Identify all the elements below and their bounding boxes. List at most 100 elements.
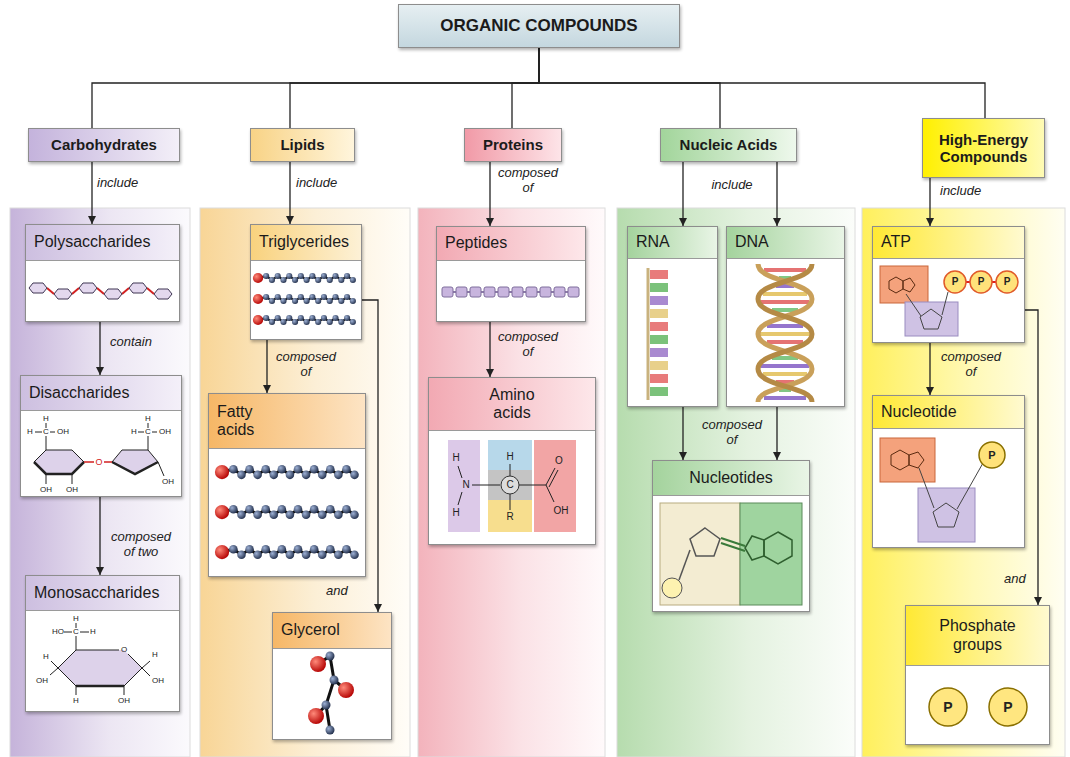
- phosphate-label: P: [952, 277, 959, 287]
- node-text: Nucleotides: [689, 469, 773, 487]
- dna-helix: [763, 292, 807, 296]
- title-strip: Nucleotide: [873, 396, 1024, 429]
- triglyceride-model: [253, 294, 356, 304]
- nucleotide-model: [660, 503, 740, 605]
- node-text: Disaccharides: [29, 384, 129, 402]
- nucleotide-model: [891, 450, 909, 470]
- node-text: Glycerol: [281, 621, 340, 639]
- arrow-connector: [99, 497, 100, 575]
- amino-acid-structure: [448, 440, 480, 532]
- compound-box: Phosphate groups: [905, 605, 1050, 745]
- peptide-chain: [568, 287, 579, 297]
- atom-label: O: [95, 458, 102, 467]
- rna-strand: [650, 387, 668, 396]
- atp-model: [889, 277, 903, 293]
- polysaccharide-chain: [79, 283, 97, 293]
- compound-box: RNA: [627, 226, 718, 407]
- nucleotide-model: [933, 503, 959, 527]
- polysaccharide-chain: [154, 289, 172, 299]
- atp-model: [903, 278, 915, 292]
- title-strip: High-Energy Compounds: [923, 119, 1044, 177]
- atom-label: H: [452, 453, 459, 463]
- glycerol-model: [326, 652, 335, 661]
- polysaccharide-chain: [29, 283, 172, 299]
- rna-strand: [650, 283, 668, 292]
- picture-ground: [25, 610, 180, 712]
- edge-label: include: [940, 184, 1000, 199]
- title-strip: Peptides: [437, 227, 585, 261]
- atom-label: H: [90, 628, 96, 636]
- arrow-connector: [362, 300, 378, 612]
- phosphate-label: P: [1004, 277, 1011, 287]
- glycerol-model: [308, 652, 354, 735]
- column-band: [617, 208, 855, 757]
- atom-label: H: [43, 415, 49, 423]
- fatty-acid-model: [215, 465, 359, 559]
- triglyceride-model: [253, 273, 356, 283]
- atom-label: H: [43, 653, 49, 661]
- rna-strand: [647, 268, 650, 400]
- atom-label: OH: [57, 428, 69, 436]
- arrow-connector: [776, 162, 777, 226]
- rna-strand: [650, 348, 668, 357]
- node-text: Amino acids: [482, 386, 542, 423]
- compound-box: Disaccharides: [20, 375, 182, 497]
- edge-label: contain: [110, 335, 170, 350]
- rna-strand: [650, 296, 668, 305]
- dna-helix: [758, 264, 812, 402]
- node-text: Monosaccharides: [34, 584, 159, 602]
- column-band: [862, 208, 1065, 757]
- arrow-connector: [489, 162, 490, 226]
- atom-label: H: [452, 508, 459, 518]
- picture-ground: [272, 648, 392, 740]
- atom-label: C: [43, 428, 49, 436]
- node-text: ATP: [881, 233, 911, 251]
- disaccharide-structure: [112, 462, 158, 474]
- node-text: Nucleic Acids: [680, 136, 778, 153]
- atom-label: OH: [554, 506, 569, 516]
- title-strip: Carbohydrates: [29, 129, 179, 161]
- disaccharide-structure: [34, 423, 164, 484]
- peptide-chain: [526, 287, 537, 297]
- picture-ground: [652, 495, 810, 612]
- atom-label: H: [73, 615, 79, 623]
- amino-acid-structure: [534, 440, 576, 532]
- title-strip: Nucleotides: [653, 461, 809, 496]
- title-strip: Proteins: [465, 129, 561, 161]
- category-box: High-Energy Compounds: [922, 118, 1045, 178]
- atom-label: OH: [159, 428, 171, 436]
- amino-acid-structure: [458, 464, 558, 510]
- peptide-chain: [456, 287, 467, 297]
- arrow-connector: [929, 343, 930, 395]
- title-strip: Triglycerides: [251, 225, 361, 261]
- triglyceride-model: [253, 315, 356, 325]
- title-strip: DNA: [727, 227, 844, 259]
- atom-label: OH: [118, 697, 130, 705]
- title-strip: Amino acids: [429, 378, 595, 431]
- atp-model: [970, 271, 992, 293]
- node-text: Peptides: [445, 234, 507, 252]
- nucleotide-model: [690, 528, 720, 556]
- peptide-chain: [540, 287, 551, 297]
- nucleotide-model: [721, 538, 745, 551]
- node-text: Carbohydrates: [51, 136, 157, 153]
- phosphate-circle: [929, 688, 1027, 726]
- peptide-chain: [498, 287, 509, 297]
- node-text: Polysaccharides: [34, 233, 151, 251]
- compound-box: Fatty acids: [208, 393, 366, 577]
- phosphate-circle: [929, 688, 967, 726]
- fatty-acid-model: [215, 465, 359, 479]
- glycerol-model: [310, 656, 326, 672]
- edge-label: composed of: [496, 166, 560, 196]
- title-strip: Nucleic Acids: [661, 129, 796, 161]
- rna-strand: [650, 270, 668, 279]
- category-box: Proteins: [464, 128, 562, 162]
- phosphate-circle: [989, 688, 1027, 726]
- atp-model: [996, 271, 1018, 293]
- edge-label: composed of: [496, 330, 560, 360]
- arrow-connector: [489, 322, 490, 377]
- picture-ground: [872, 428, 1025, 548]
- atom-label: H: [131, 428, 137, 436]
- glycerol-model: [326, 726, 335, 735]
- node-text: High-Energy Compounds: [931, 131, 1036, 166]
